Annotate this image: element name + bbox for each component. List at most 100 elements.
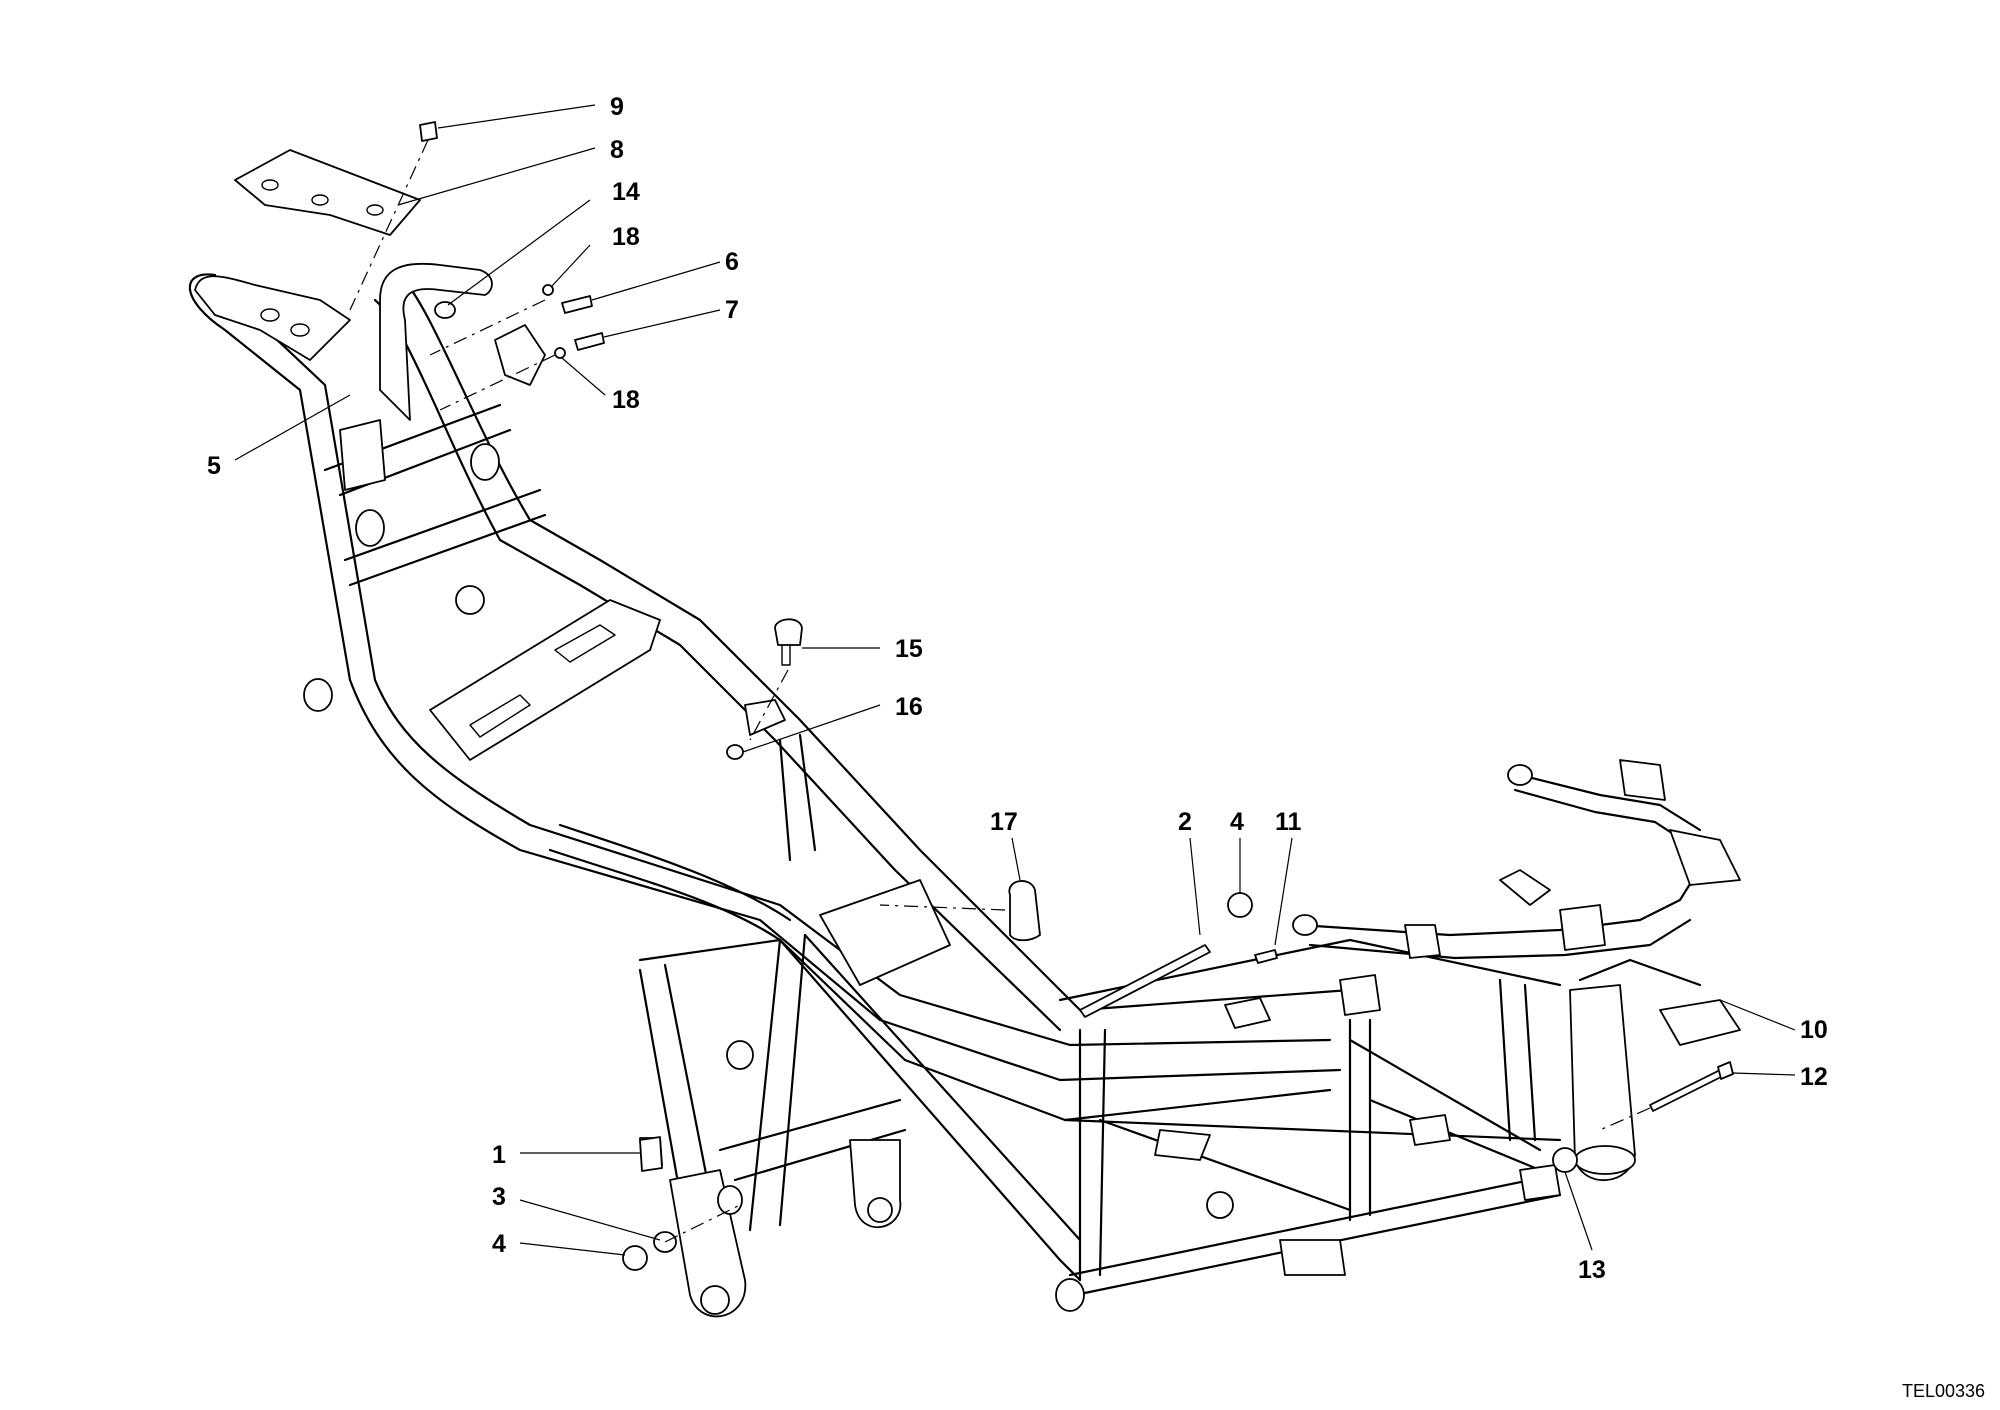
leader-18a	[551, 244, 591, 287]
front-cradle-vertical-1b	[1098, 1028, 1107, 1277]
rear-cross-tube-2b	[348, 513, 547, 587]
top-plate-hole-3	[366, 204, 384, 216]
steering-head-bottom	[1574, 1145, 1636, 1175]
right-main-rail	[393, 268, 1352, 1012]
callout-18-lower: 18	[612, 386, 640, 414]
leader-2	[1189, 837, 1201, 936]
lower-cross-bar-3	[733, 1128, 907, 1182]
callout-8: 8	[610, 136, 624, 164]
right-main-rail-inner	[373, 298, 1062, 1032]
nut-4a	[1227, 892, 1253, 918]
bolt-9	[419, 121, 438, 142]
fairing-support-main-tube-b	[1308, 918, 1692, 960]
fairing-mount-block	[1404, 924, 1441, 959]
fairing-support-main-tube	[1298, 858, 1707, 937]
front-cradle-vertical-3	[1498, 978, 1512, 1142]
callout-18-upper: 18	[612, 223, 640, 251]
tail-bracket-left	[339, 419, 386, 491]
callout-4-upper: 4	[1230, 808, 1244, 836]
rear-cross-tube-2	[343, 488, 542, 562]
callout-2: 2	[1178, 808, 1192, 836]
long-bolt-12	[1649, 1069, 1724, 1112]
rear-stub-mid	[455, 585, 485, 615]
rear-stub-left	[303, 678, 333, 712]
mounting-tab-2	[1154, 1129, 1211, 1161]
fairing-mount-eye-left	[1292, 914, 1318, 936]
knob-15	[774, 618, 803, 646]
mounting-tab-4	[1519, 1164, 1561, 1201]
fairing-support-subframe	[1292, 759, 1741, 1046]
washer-18a	[542, 284, 554, 296]
plug-17	[1008, 880, 1041, 942]
front-cradle-cross-diag	[1348, 1038, 1542, 1152]
fairing-mount-bracket-mid-2	[1559, 904, 1606, 951]
leader-8	[397, 147, 596, 206]
rubber-bumper-14	[434, 301, 456, 319]
engine-mount-bracket	[819, 879, 951, 986]
leader-7	[603, 309, 721, 338]
dash-12	[1599, 1107, 1651, 1131]
diagonal-lower-tube-b	[803, 933, 1082, 1242]
fairing-support-upper-arm	[1518, 773, 1702, 832]
knob-15-shank	[781, 644, 791, 666]
fairing-mount-eye-upper	[1507, 764, 1533, 786]
main-frame	[188, 268, 1636, 1318]
bolt-7	[574, 332, 605, 351]
front-cradle-bottom-b	[1068, 1173, 1557, 1277]
top-plate	[234, 149, 421, 236]
callout-3: 3	[492, 1183, 506, 1211]
fairing-mount-bracket-mid	[1499, 869, 1551, 906]
leader-11	[1274, 837, 1293, 946]
leader-12	[1732, 1072, 1796, 1076]
dash-4b-3	[664, 1204, 741, 1243]
callout-7: 7	[725, 296, 739, 324]
bracket-1-tab	[639, 1136, 663, 1172]
grab-handle	[379, 262, 493, 421]
leader-18b	[561, 357, 606, 396]
assembly-lines	[349, 139, 1651, 1243]
lower-cross-bar-1	[638, 938, 782, 962]
mounting-tab-5	[1409, 1114, 1451, 1146]
left-lower-tube-end	[717, 1185, 743, 1215]
fairing-lower-bracket	[1659, 999, 1741, 1046]
bolt-11	[1254, 949, 1278, 964]
mounting-tab-3	[1279, 1239, 1346, 1276]
dash-6-handle	[429, 299, 546, 356]
callout-9: 9	[610, 93, 624, 121]
front-cradle-vertical-3b	[1523, 983, 1537, 1142]
leader-6	[591, 261, 721, 301]
bolt-6	[561, 295, 593, 314]
bracket-slot-1	[469, 694, 531, 738]
lower-longitudinal-tube-inner	[558, 823, 792, 922]
fairing-mount-tab-top	[1619, 759, 1666, 801]
handle-side-bracket	[494, 324, 546, 386]
leader-10	[1719, 999, 1796, 1031]
callout-13: 13	[1578, 1256, 1606, 1284]
leader-4b	[519, 1242, 626, 1256]
fairing-mount-plate-right	[1669, 829, 1741, 886]
dash-15-16	[749, 669, 789, 741]
lower-cross-bar-2	[718, 1098, 902, 1152]
callout-1: 1	[492, 1141, 506, 1169]
callout-10: 10	[1800, 1016, 1828, 1044]
bracket-slot-2	[554, 624, 616, 663]
mid-pivot-hole	[867, 1197, 893, 1223]
leader-9	[437, 104, 596, 129]
nut-13	[1552, 1147, 1578, 1173]
lower-front-tube-end	[1055, 1278, 1085, 1312]
leader-17	[1011, 837, 1021, 881]
seat-support-bracket	[429, 599, 661, 761]
hardware-parts	[419, 121, 1734, 1271]
callout-4-lower: 4	[492, 1230, 506, 1258]
callout-5: 5	[207, 452, 221, 480]
washer-18b	[554, 347, 566, 359]
fairing-lower-arm	[1578, 958, 1702, 987]
callout-6: 6	[725, 248, 739, 276]
leader-14	[447, 199, 591, 306]
front-cradle-cross-diag-b	[1098, 1118, 1352, 1212]
long-bolt-2	[1079, 944, 1211, 1018]
callout-12: 12	[1800, 1063, 1828, 1091]
dash-9-8	[349, 139, 429, 311]
leader-16	[742, 704, 881, 753]
